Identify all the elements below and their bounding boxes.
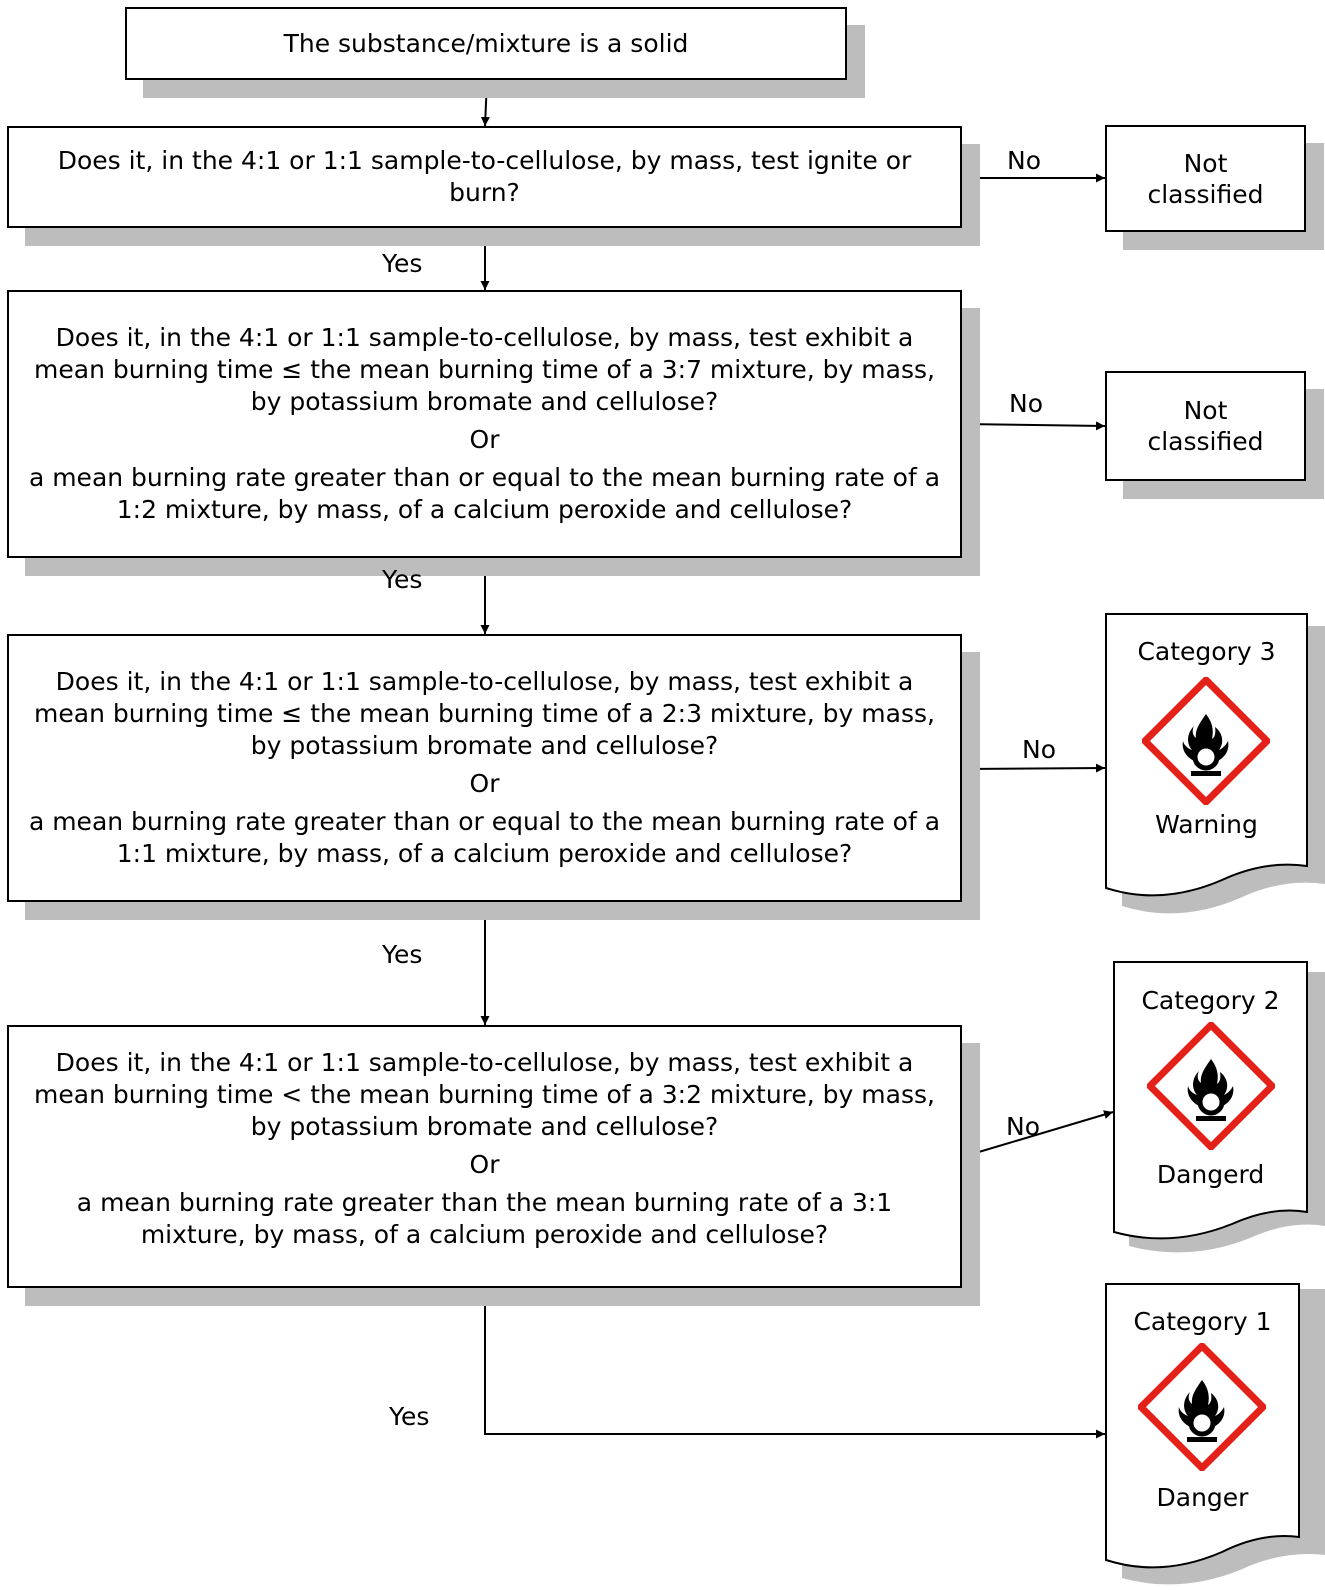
question-2-part1: Does it, in the 4:1 or 1:1 sample-to-cel…: [34, 323, 935, 416]
label-q4-yes: Yes: [389, 1402, 430, 1431]
label-q2-no: No: [1009, 389, 1043, 418]
label-q3-yes: Yes: [382, 940, 423, 969]
question-3-part2: a mean burning rate greater than or equa…: [28, 807, 941, 868]
question-4-box: Does it, in the 4:1 or 1:1 sample-to-cel…: [7, 1025, 962, 1288]
question-4-part1: Does it, in the 4:1 or 1:1 sample-to-cel…: [34, 1048, 935, 1141]
question-4-or: Or: [469, 1150, 500, 1179]
label-q2-yes: Yes: [382, 565, 423, 594]
question-2-part2: a mean burning rate greater than or equa…: [28, 463, 941, 524]
not-classified-2: Not classified: [1105, 371, 1306, 481]
flame-over-circle-icon: [1138, 1343, 1266, 1471]
question-3-or: Or: [469, 769, 500, 798]
arrow-start-to-q1: [480, 79, 490, 127]
label-q1-yes: Yes: [382, 249, 423, 278]
question-2-box: Does it, in the 4:1 or 1:1 sample-to-cel…: [7, 290, 962, 558]
arrow-q4-yes: [484, 1288, 1105, 1439]
category-2-title: Category 2: [1141, 986, 1280, 1015]
not-classified-2-text: Not classified: [1147, 396, 1264, 456]
question-3-part1: Does it, in the 4:1 or 1:1 sample-to-cel…: [34, 667, 935, 760]
arrow-q4-no: [961, 1110, 1114, 1158]
category-2-signal: Dangerd: [1156, 1160, 1265, 1189]
flame-over-circle-icon: [1142, 677, 1270, 805]
start-box: The substance/mixture is a solid: [125, 7, 847, 80]
question-1-box: Does it, in the 4:1 or 1:1 sample-to-cel…: [7, 126, 962, 228]
question-4-part2: a mean burning rate greater than the mea…: [76, 1188, 893, 1249]
flame-over-circle-icon: [1147, 1022, 1275, 1150]
question-3-box: Does it, in the 4:1 or 1:1 sample-to-cel…: [7, 634, 962, 902]
category-3-title: Category 3: [1137, 637, 1276, 666]
question-1-text: Does it, in the 4:1 or 1:1 sample-to-cel…: [57, 146, 912, 207]
category-1-title: Category 1: [1133, 1307, 1272, 1336]
arrow-q3-no: [961, 763, 1106, 773]
category-3-signal: Warning: [1155, 810, 1258, 839]
not-classified-1: Not classified: [1105, 125, 1306, 232]
question-2-or: Or: [469, 425, 500, 454]
start-text: The substance/mixture is a solid: [283, 28, 689, 58]
arrow-q2-no: [961, 421, 1106, 431]
category-1-signal: Danger: [1156, 1483, 1249, 1512]
label-q4-no: No: [1006, 1112, 1040, 1141]
not-classified-1-text: Not classified: [1147, 148, 1264, 209]
label-q3-no: No: [1022, 735, 1056, 764]
label-q1-no: No: [1007, 146, 1041, 175]
